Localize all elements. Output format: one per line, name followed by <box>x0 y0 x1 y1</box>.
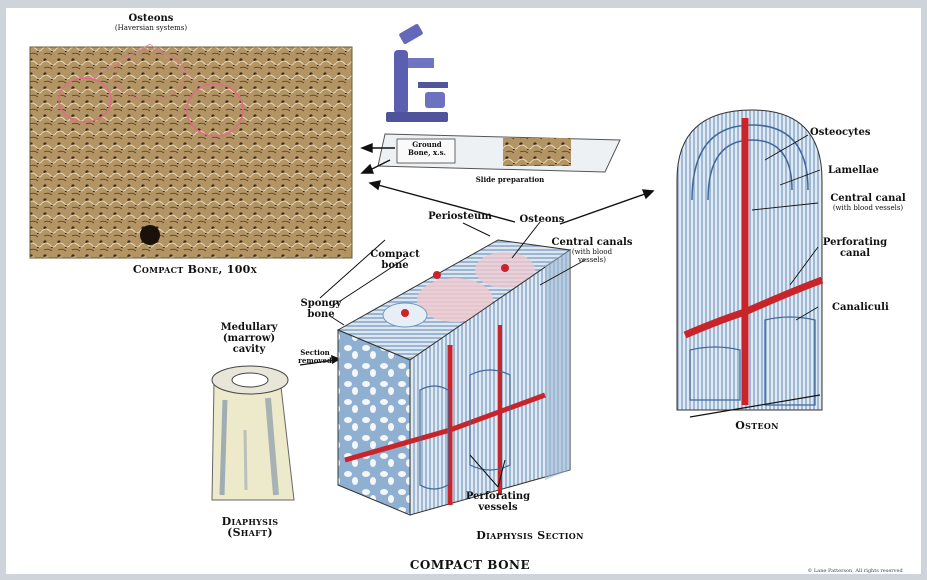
compact-bone-label: Compact bone <box>370 249 420 271</box>
micrograph-panel <box>30 44 352 258</box>
spongy-bone-label: Spongy bone <box>296 298 346 320</box>
ground-bone-label: Ground Bone, x.s. <box>400 141 454 157</box>
compact-bone-100x-label: Compact Bone, 100x <box>100 264 290 275</box>
main-title: COMPACT BONE <box>395 560 545 571</box>
copyright-text: © Lane Patterson, All rights reserved <box>790 566 920 577</box>
osteons-label-mid: Osteons <box>512 214 572 225</box>
diaphysis-shaft <box>212 355 341 500</box>
central-canals-label: Central canals (with blood vessels) <box>542 237 642 264</box>
slide-preparation-label: Slide preparation <box>455 176 565 184</box>
canaliculi-label: Canaliculi <box>832 302 902 313</box>
section-removed-label: Section removed <box>290 349 340 365</box>
diaphysis-label: Diaphysis (Shaft) <box>205 516 295 538</box>
periosteum-label: Periosteum <box>425 211 495 222</box>
osteocytes-label: Osteocytes <box>810 127 880 138</box>
perforating-vessels-label: Perforating vessels <box>458 491 538 513</box>
central-canal-label: Central canal (with blood vessels) <box>818 193 918 212</box>
osteon-detail <box>677 110 822 417</box>
perforating-canal-label: Perforating canal <box>820 237 890 259</box>
diaphysis-section-block <box>338 240 570 515</box>
osteon-label: Osteon <box>722 420 792 431</box>
diaphysis-section-label: Diaphysis Section <box>460 530 600 541</box>
osteons-label-top: Osteons (Haversian systems) <box>96 13 206 32</box>
microscope-icon <box>386 23 448 122</box>
lamellae-label: Lamellae <box>828 165 898 176</box>
medullary-cavity-label: Medullary (marrow) cavity <box>216 322 282 355</box>
